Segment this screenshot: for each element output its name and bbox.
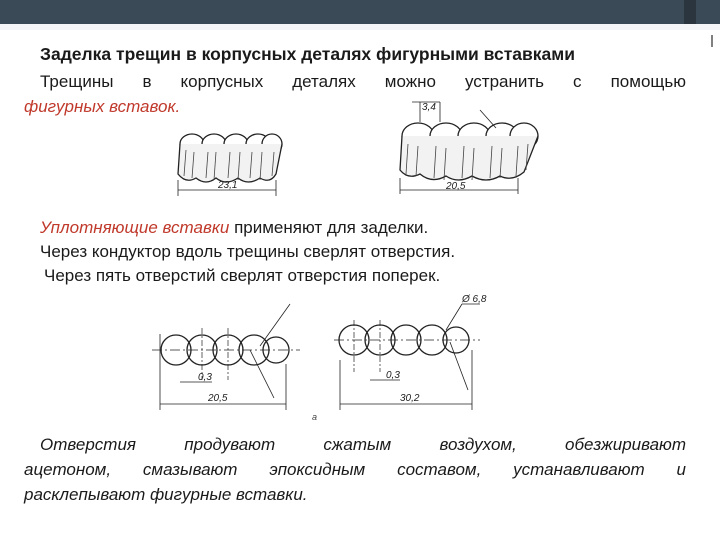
sealing-inserts-text: применяют для заделки. <box>229 218 429 237</box>
drill-across-step: Через пять отверстий сверлят отверстия п… <box>44 266 441 285</box>
small-insert-dim: 23,1 <box>217 180 237 191</box>
slide-title: Заделка трещин в корпусных деталях фигур… <box>40 44 575 64</box>
corner-bracket-icon <box>711 35 713 47</box>
final-paragraph-line2: ацетоном, смазывают эпоксидным составом,… <box>24 460 686 479</box>
intro-text-highlight: фигурных вставок. <box>24 97 181 116</box>
figure-label: a <box>312 412 317 422</box>
large-insert-top-dim: 3,4 <box>422 102 436 113</box>
final-paragraph-line1: Отверстия продувают сжатым воздухом, обе… <box>40 435 686 454</box>
intro-text: Трещины в корпусных деталях можно устран… <box>40 72 686 91</box>
right-holes-length-dim: 30,2 <box>400 393 420 404</box>
slide-header-bar <box>0 0 720 24</box>
slide-header-stripe <box>0 24 720 30</box>
large-insert-drawing <box>399 101 539 194</box>
sealing-inserts-line: Уплотняющие вставки применяют для заделк… <box>40 218 428 238</box>
left-holes-gap-dim: 0,3 <box>198 372 212 383</box>
right-holes-gap-dim: 0,3 <box>386 370 400 381</box>
left-holes-drawing <box>152 303 300 410</box>
large-insert-dim: 20,5 <box>445 181 466 192</box>
left-holes-length-dim: 20,5 <box>207 393 228 404</box>
sealing-inserts-term: Уплотняющие вставки <box>40 218 230 237</box>
drill-along-step: Через кондуктор вдоль трещины сверлят от… <box>40 242 456 261</box>
right-holes-drawing <box>334 303 480 410</box>
final-paragraph: Отверстия продувают сжатым воздухом, обе… <box>24 432 686 507</box>
slide-header-block <box>684 0 696 24</box>
small-insert-drawing <box>177 133 283 196</box>
right-holes-diameter-dim: Ø 6,8 <box>461 294 487 305</box>
final-paragraph-line3: расклепывают фигурные вставки. <box>24 485 308 504</box>
inserts-figure: 23,1 3,4 20,5 <box>177 101 539 196</box>
holes-figure: 0,3 20,5 Ø 6,8 0,3 30,2 a <box>152 294 487 422</box>
